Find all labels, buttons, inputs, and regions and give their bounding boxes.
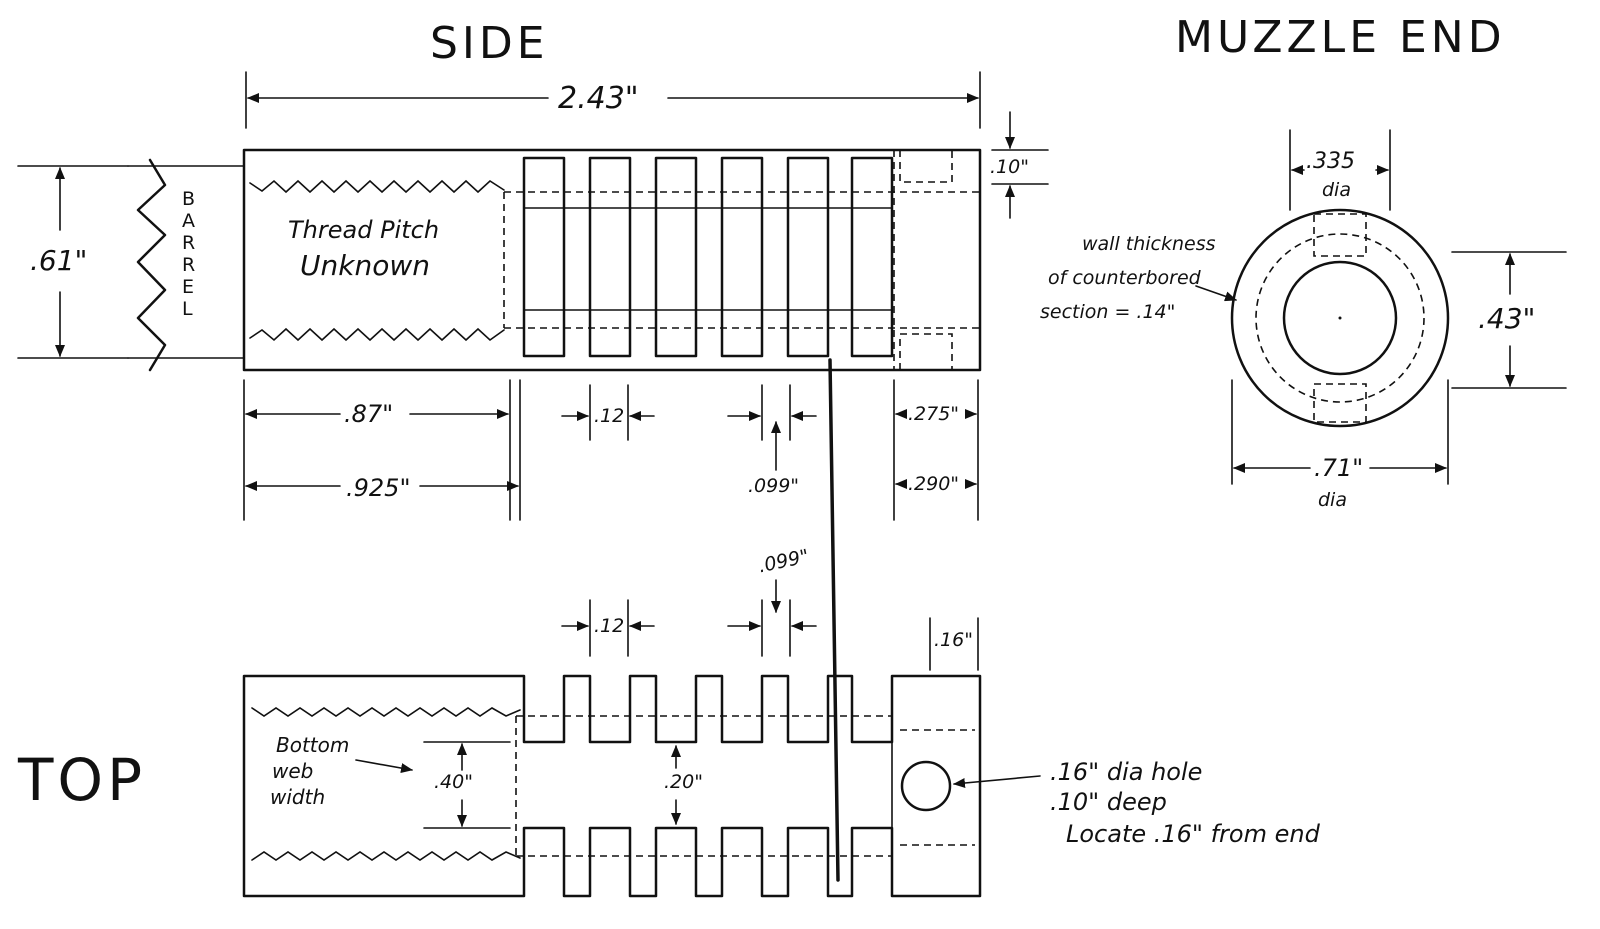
side-vent-slots <box>522 156 894 358</box>
top-body-outline <box>242 674 982 898</box>
muzzle-height-dim: .43" <box>1478 302 1535 335</box>
svg-text:R: R <box>182 232 195 254</box>
wall-note-line1: wall thickness <box>1082 233 1216 255</box>
hole-note-line1: .16" dia hole <box>1050 758 1202 786</box>
inner-dia-unit: dia <box>1322 179 1351 201</box>
svg-text:B: B <box>182 188 195 210</box>
svg-text:L: L <box>182 298 193 320</box>
bore-length-dim: .925" <box>346 474 410 502</box>
top-end-width-dim: .16" <box>934 629 973 651</box>
end-dim-1: .275" <box>908 403 959 425</box>
side-slot-width-dim: .12 <box>594 405 624 427</box>
inner-bore-circle <box>1282 260 1398 376</box>
top-title: TOP <box>17 746 146 814</box>
side-view: 2.43" B A R R E L .61" Thread Pitch Unkn… <box>17 71 1049 882</box>
bottom-web-note-line2: web <box>272 759 313 783</box>
top-view: Bottom web width .40" .20" .16" dia hole… <box>242 545 1321 898</box>
outer-dia-dim: .71" <box>1314 454 1363 482</box>
top-offset-dim: .10" <box>990 156 1029 178</box>
muzzle-end-title: MUZZLE END <box>1175 12 1506 63</box>
thread-top <box>249 179 505 194</box>
gap-dim: .20" <box>664 771 703 793</box>
thread-length-dim: .87" <box>344 400 393 428</box>
side-web-width-dim: .099" <box>748 475 799 497</box>
side-title: SIDE <box>430 18 549 69</box>
vent-hole <box>900 760 952 812</box>
muzzle-end-view: .335 dia wall thickness of counterbored … <box>1040 129 1567 511</box>
end-dim-2: .290" <box>908 473 959 495</box>
outer-dia-unit: dia <box>1318 489 1347 511</box>
svg-text:R: R <box>182 254 195 276</box>
overall-length-dim: 2.43" <box>558 81 639 116</box>
thread-note-line2: Unknown <box>300 249 430 282</box>
top-thread-top <box>251 707 521 717</box>
bottom-web-note-line3: width <box>270 785 325 809</box>
side-height-dim: .61" <box>30 244 87 277</box>
svg-text:A: A <box>182 210 195 232</box>
hole-note-line2: .10" deep <box>1050 788 1167 816</box>
bottom-web-note-line1: Bottom <box>276 733 349 757</box>
top-thread-bottom <box>251 851 521 861</box>
thread-bottom <box>249 327 505 342</box>
svg-text:E: E <box>182 276 194 298</box>
wall-note-line2: of counterbored <box>1048 267 1202 289</box>
top-web-width-dim: .099" <box>756 545 811 577</box>
top-slot-width-dim: .12 <box>594 615 624 637</box>
wall-note-line3: section = .14" <box>1040 301 1175 323</box>
bottom-web-value: .40" <box>434 771 473 793</box>
barrel-label: B A R R E L <box>182 188 195 320</box>
thread-note-line1: Thread Pitch <box>288 216 439 244</box>
hole-note-line3: Locate .16" from end <box>1066 820 1321 848</box>
barrel-break-line <box>136 158 167 372</box>
inner-dia-dim: .335 <box>1306 149 1355 174</box>
outer-circle <box>1230 208 1450 428</box>
side-body-outline <box>242 148 982 372</box>
